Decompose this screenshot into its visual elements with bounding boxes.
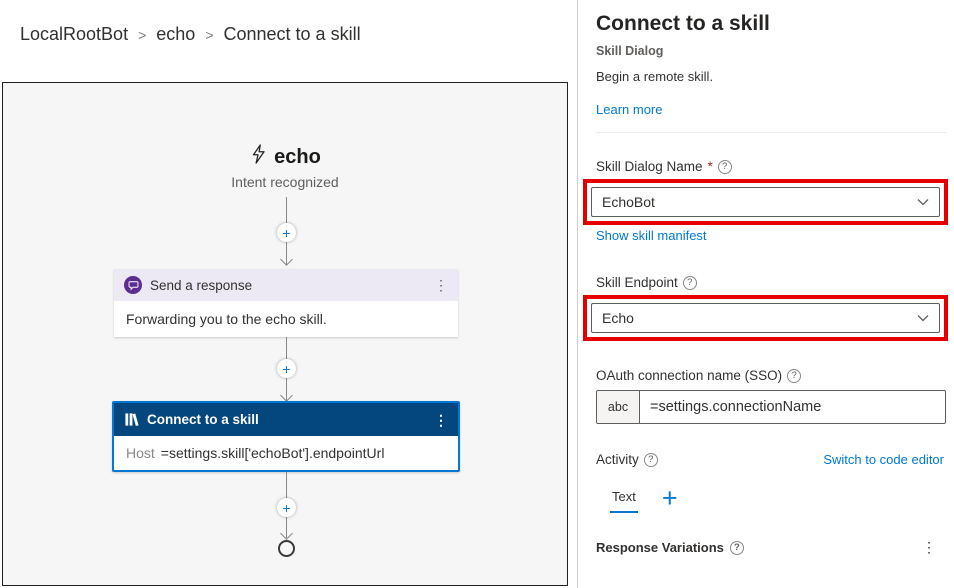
breadcrumb-separator: >: [138, 27, 147, 43]
breadcrumb-item-dialog[interactable]: echo: [156, 24, 196, 44]
chevron-down-icon: [917, 314, 929, 322]
help-icon[interactable]: ?: [643, 452, 658, 467]
add-action-button[interactable]: +: [277, 498, 296, 517]
node-menu-ellipsis-icon[interactable]: ⋮: [434, 277, 448, 293]
oauth-connection-label: OAuth connection name (SSO) ?: [596, 368, 946, 383]
learn-more-link[interactable]: Learn more: [596, 102, 663, 117]
plus-icon: +: [282, 224, 291, 241]
breadcrumb: LocalRootBot > echo > Connect to a skill: [0, 0, 577, 82]
highlight-box-skill-endpoint: Echo: [583, 295, 948, 341]
send-response-node[interactable]: Send a response ⋮ Forwarding you to the …: [114, 269, 458, 337]
trigger-title: echo: [274, 145, 321, 168]
node-menu-ellipsis-icon[interactable]: ⋮: [434, 411, 448, 428]
breadcrumb-separator: >: [205, 27, 214, 43]
oauth-connection-field: abc: [596, 390, 946, 424]
help-icon[interactable]: ?: [682, 275, 697, 290]
properties-panel: Connect to a skill Skill Dialog Begin a …: [577, 0, 954, 588]
host-label: Host: [126, 445, 155, 461]
connect-skill-header: Connect to a skill ⋮: [114, 403, 458, 436]
response-text: Forwarding you to the echo skill.: [126, 311, 327, 327]
help-icon[interactable]: ?: [729, 540, 744, 555]
help-icon[interactable]: ?: [787, 368, 802, 383]
add-tab-plus-icon[interactable]: +: [661, 483, 678, 513]
highlight-box-skill-dialog-name: EchoBot: [583, 179, 948, 225]
arrow-down-icon: [280, 527, 293, 540]
library-icon: [124, 412, 139, 427]
connect-skill-body[interactable]: Host =settings.skill['echoBot'].endpoint…: [114, 436, 458, 470]
connect-skill-node[interactable]: Connect to a skill ⋮ Host =settings.skil…: [112, 401, 460, 472]
response-variations-menu-ellipsis-icon[interactable]: ⋮: [922, 539, 936, 555]
skill-endpoint-dropdown[interactable]: Echo: [591, 303, 940, 333]
abc-type-badge: abc: [596, 390, 640, 424]
activity-label: Activity ?: [596, 452, 658, 467]
message-bubble-icon: [124, 276, 142, 294]
dropdown-value: Echo: [602, 310, 634, 326]
skill-dialog-name-label: Skill Dialog Name * ?: [596, 159, 946, 174]
flow-end-circle-icon: [278, 540, 295, 557]
field-label-text: Activity: [596, 452, 639, 467]
activity-row: Activity ? Switch to code editor: [596, 452, 946, 467]
skill-dialog-name-dropdown[interactable]: EchoBot: [591, 187, 940, 217]
arrow-down-icon: [280, 389, 293, 402]
field-label-text: Skill Dialog Name: [596, 159, 703, 174]
plus-icon: +: [282, 499, 291, 516]
send-response-body[interactable]: Forwarding you to the echo skill.: [114, 301, 458, 337]
trigger-subtitle: Intent recognized: [231, 174, 339, 190]
panel-divider: [596, 132, 946, 133]
lightning-bolt-icon: [249, 143, 267, 171]
host-value: =settings.skill['echoBot'].endpointUrl: [160, 445, 385, 461]
add-action-button[interactable]: +: [277, 359, 296, 378]
chevron-down-icon: [917, 198, 929, 206]
dropdown-value: EchoBot: [602, 194, 655, 210]
help-icon[interactable]: ?: [717, 159, 732, 174]
breadcrumb-item-current: Connect to a skill: [223, 24, 361, 44]
breadcrumb-item-bot[interactable]: LocalRootBot: [20, 24, 129, 44]
node-title: Send a response: [150, 277, 253, 293]
arrow-down-icon: [280, 253, 293, 266]
response-variations-label: Response Variations ?: [596, 540, 744, 555]
switch-to-code-editor-link[interactable]: Switch to code editor: [823, 452, 944, 467]
panel-title: Connect to a skill: [596, 12, 770, 35]
plus-icon: +: [282, 360, 291, 377]
tab-text[interactable]: Text: [610, 489, 638, 513]
field-label-text: Skill Endpoint: [596, 275, 678, 290]
flow-canvas[interactable]: echo Intent recognized + Send a response…: [2, 82, 568, 586]
node-title: Connect to a skill: [147, 412, 259, 427]
field-label-text: Response Variations: [596, 540, 724, 555]
oauth-connection-input[interactable]: [639, 390, 946, 424]
activity-tabs: Text +: [610, 483, 946, 513]
skill-endpoint-label: Skill Endpoint ?: [596, 275, 946, 290]
send-response-header: Send a response ⋮: [114, 269, 458, 301]
response-variations-row: Response Variations ? ⋮: [596, 539, 946, 556]
panel-description: Begin a remote skill.: [596, 69, 714, 84]
required-asterisk: *: [707, 159, 713, 174]
field-label-text: OAuth connection name (SSO): [596, 368, 783, 383]
add-action-button[interactable]: +: [277, 223, 296, 242]
show-skill-manifest-link[interactable]: Show skill manifest: [596, 228, 707, 243]
panel-subtitle: Skill Dialog: [596, 44, 664, 58]
trigger-node[interactable]: echo Intent recognized: [3, 143, 567, 190]
